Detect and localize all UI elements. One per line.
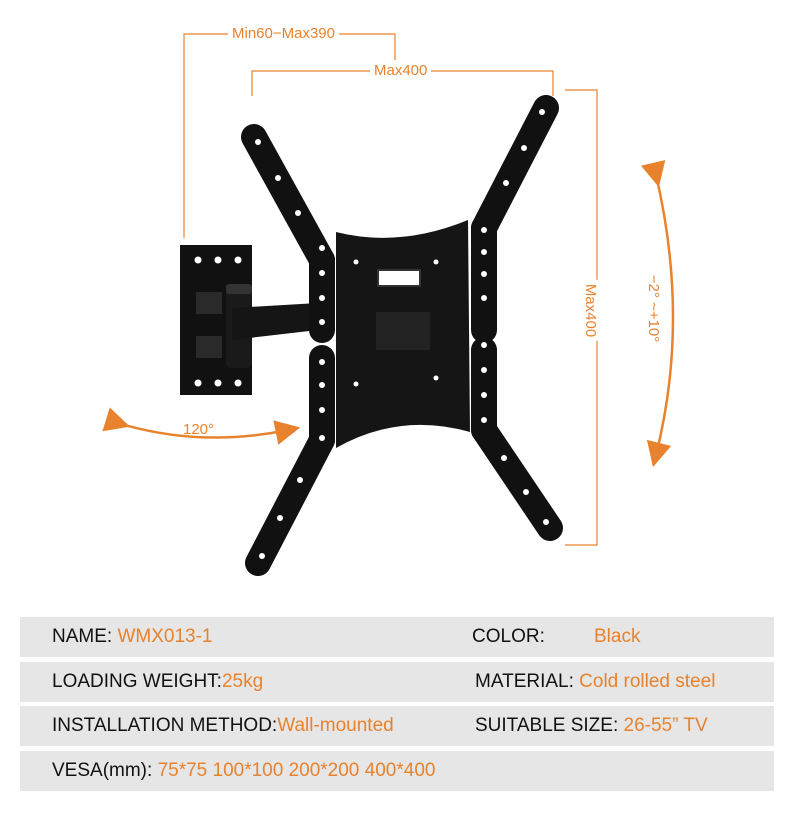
height-label: Max400	[582, 279, 600, 342]
depth-label: Min60−Max390	[228, 25, 339, 42]
spec-row-install: INSTALLATION METHOD:Wall-mounted SUITABL…	[20, 706, 774, 746]
swivel-label: 120°	[183, 421, 215, 438]
material-label: MATERIAL:	[475, 671, 574, 692]
bracket-holes	[255, 109, 549, 559]
install-value: Wall-mounted	[277, 715, 394, 736]
install-label: INSTALLATION METHOD:	[52, 715, 278, 736]
vesa-label: VESA(mm):	[52, 760, 153, 781]
name-label: NAME:	[52, 626, 113, 647]
tv-mount-illustration	[102, 33, 675, 576]
weight-label: LOADING WEIGHT:	[52, 671, 222, 692]
tilt-arrow-icon	[640, 159, 675, 468]
swivel-arrow-icon	[102, 407, 301, 445]
color-value: Black	[594, 626, 641, 647]
size-label: SUITABLE SIZE:	[475, 715, 619, 736]
size-value: 26-55” TV	[623, 715, 708, 736]
spec-row-vesa: VESA(mm): 75*75 100*100 200*200 400*400	[20, 751, 774, 791]
spec-row-name: NAME: WMX013-1 COLOR: Black	[20, 617, 774, 657]
width-label: Max400	[370, 62, 432, 79]
vesa-x-bracket	[241, 95, 563, 576]
tilt-label: −2° ~+10°	[645, 274, 663, 343]
color-label: COLOR:	[472, 626, 545, 647]
wall-plate	[180, 245, 252, 395]
material-value: Cold rolled steel	[579, 671, 716, 692]
name-value: WMX013-1	[117, 626, 213, 647]
weight-value: 25kg	[221, 671, 264, 692]
product-diagram: Min60−Max390 Max400 Max400 120° −2° ~+10…	[102, 25, 675, 576]
vesa-value: 75*75 100*100 200*200 400*400	[157, 760, 436, 781]
spec-row-weight: LOADING WEIGHT:25kg MATERIAL: Cold rolle…	[20, 662, 774, 702]
